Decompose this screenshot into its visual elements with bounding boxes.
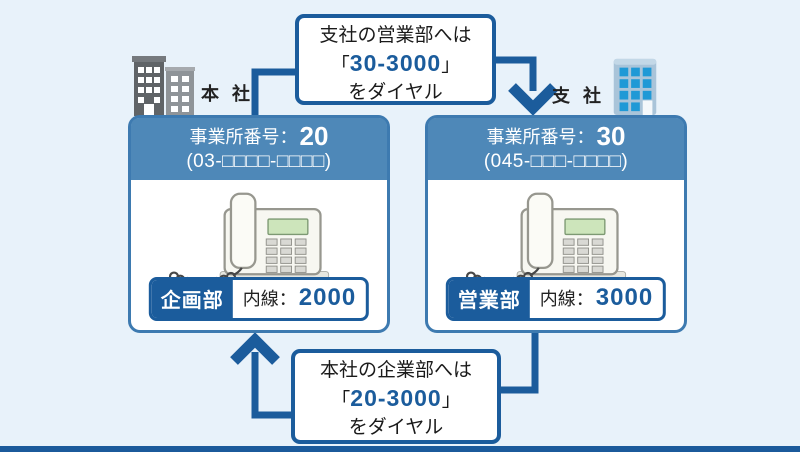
- extension-number: 3000: [595, 284, 654, 311]
- callout-dial-number-line: 「30-3000」: [299, 49, 492, 80]
- head-office-panel-body: 企画部 内線： 2000: [131, 182, 387, 328]
- dial-number: 30-3000: [349, 50, 442, 76]
- office-number-line: 事業所番号：20: [131, 122, 387, 151]
- department-name: 営業部: [448, 280, 530, 318]
- callout-dial-to-branch: 支社の営業部へは 「30-3000」 をダイヤル: [295, 14, 496, 105]
- arrow-callout-to-headoffice: [230, 332, 292, 419]
- office-number-label: 事業所番号：: [189, 127, 298, 147]
- department-name: 企画部: [151, 280, 233, 318]
- callout-target-text: 本社の企業部へは: [319, 360, 472, 381]
- branch-office-panel: 事業所番号：30 (045-□□□-□□□□) 営業部 内線： 3000: [425, 115, 687, 333]
- office-number-value: 20: [299, 121, 329, 151]
- bracket-close: 」: [441, 55, 461, 76]
- branch-office-extension-badge: 営業部 内線： 3000: [445, 277, 667, 321]
- arrow-callout-to-branch: [495, 56, 558, 116]
- callout-target-text: 支社の営業部へは: [319, 25, 472, 46]
- down-arrowhead-icon: [508, 83, 558, 116]
- up-arrowhead-icon: [230, 332, 280, 365]
- head-office-label: 本 社: [201, 84, 255, 104]
- arrow-headoffice-to-callout: [251, 68, 296, 118]
- bracket-open: 「: [330, 55, 350, 76]
- office-number-line: 事業所番号：30: [428, 122, 684, 151]
- callout-action-text: をダイヤル: [348, 82, 443, 103]
- head-office-panel-header: 事業所番号：20 (03-□□□□-□□□□): [131, 118, 387, 180]
- callout-dial-to-headoffice: 本社の企業部へは 「20-3000」 をダイヤル: [291, 349, 501, 444]
- desk-phone-icon: [168, 192, 330, 286]
- extension-label: 内線：: [242, 289, 297, 309]
- extension-info: 内線： 3000: [530, 280, 663, 318]
- footer-accent-bar: [0, 446, 800, 452]
- bracket-close: 」: [441, 390, 461, 411]
- outside-line-format: (045-□□□-□□□□): [483, 151, 629, 172]
- extension-label: 内線：: [539, 289, 594, 309]
- bracket-open: 「: [331, 390, 351, 411]
- branch-office-building-icon: [613, 58, 657, 115]
- head-office-panel: 事業所番号：20 (03-□□□□-□□□□) 企画部 内線： 2000: [128, 115, 390, 333]
- desk-phone-icon: [465, 192, 627, 286]
- office-number-value: 30: [596, 121, 626, 151]
- extension-number: 2000: [298, 284, 357, 311]
- callout-action-text: をダイヤル: [348, 417, 444, 438]
- branch-office-panel-header: 事業所番号：30 (045-□□□-□□□□): [428, 118, 684, 180]
- extension-info: 内線： 2000: [233, 280, 366, 318]
- office-number-label: 事業所番号：: [486, 127, 595, 147]
- dial-number: 20-3000: [350, 385, 442, 411]
- arrow-branch-to-callout: [500, 332, 539, 394]
- outside-line-format: (03-□□□□-□□□□): [186, 151, 332, 172]
- branch-office-panel-body: 営業部 内線： 3000: [428, 182, 684, 328]
- head-office-building-icon: [132, 56, 195, 116]
- head-office-extension-badge: 企画部 内線： 2000: [148, 277, 370, 321]
- callout-dial-number-line: 「20-3000」: [295, 384, 497, 415]
- branch-office-label: 支 社: [552, 86, 606, 106]
